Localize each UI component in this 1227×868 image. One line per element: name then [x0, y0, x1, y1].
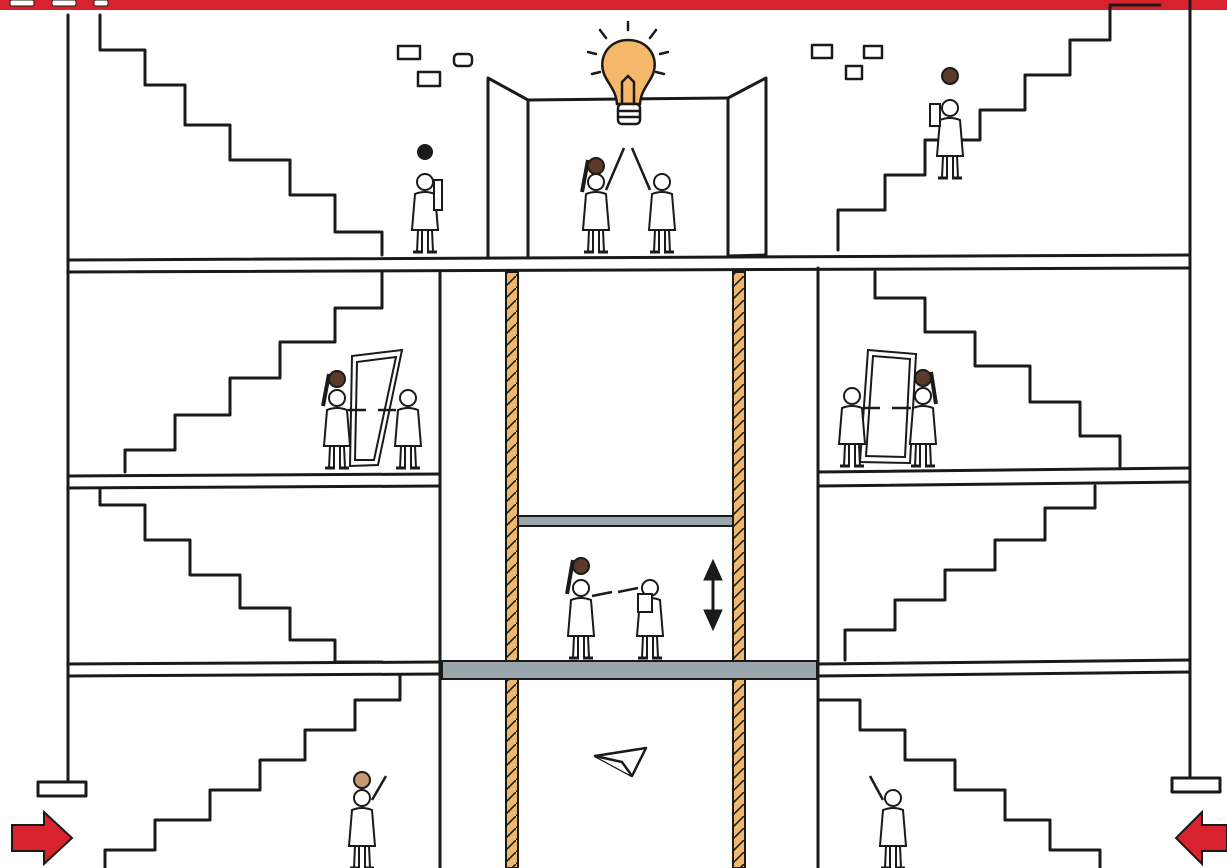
mirror-left — [348, 348, 404, 468]
left-outer-wall — [36, 13, 88, 798]
two-people-handshake-mirror-left — [321, 370, 423, 470]
staircase-top-left — [98, 13, 384, 257]
person-waving-left — [347, 771, 388, 868]
right-outer-wall — [1170, 0, 1222, 794]
inner-walls — [438, 266, 820, 868]
top-banner — [0, 0, 1227, 10]
two-people-handshake-mirror-right — [837, 369, 938, 468]
staircase-third-left — [98, 486, 384, 664]
floor-slabs — [66, 253, 1192, 678]
staircase-bottom-right — [816, 698, 1102, 868]
double-arrow-icon — [703, 558, 723, 632]
two-people-high-five — [580, 147, 677, 254]
lightbulb-icon — [586, 20, 670, 126]
paper-plane-icon — [593, 746, 648, 778]
staircase-top-right — [836, 3, 1162, 252]
staircase-third-right — [843, 484, 1097, 662]
elevator-shaft — [441, 271, 818, 868]
person-with-papers-walking — [929, 67, 965, 180]
person-waving-right — [868, 775, 908, 868]
person-with-roll-walking — [410, 144, 443, 254]
right-arrow-icon — [1174, 809, 1227, 867]
two-people-handshake-elevator — [565, 557, 665, 660]
wall-notes-left — [396, 44, 474, 88]
wall-notes-right — [810, 43, 884, 81]
mirror-right — [858, 348, 918, 465]
staircase-second-right — [873, 270, 1122, 470]
staircase-bottom-left — [103, 674, 402, 868]
left-arrow-icon — [11, 809, 74, 867]
staircase-second-left — [123, 270, 384, 474]
